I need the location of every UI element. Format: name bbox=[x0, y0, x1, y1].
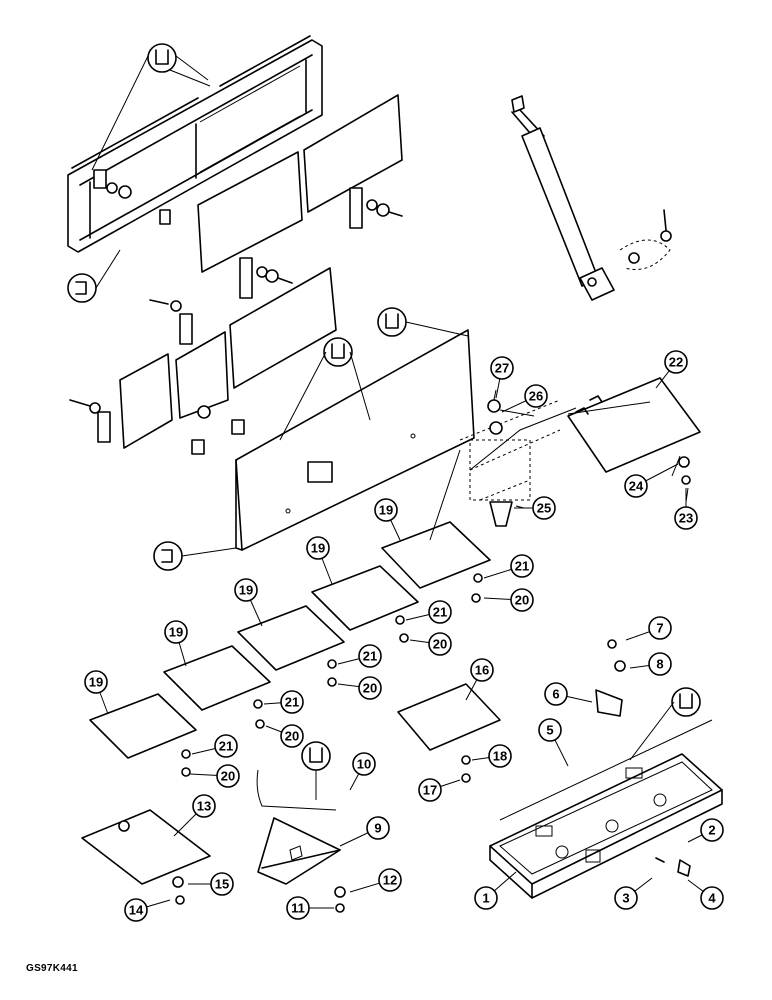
callout-number-5: 5 bbox=[546, 723, 553, 738]
callout-circle bbox=[164, 620, 188, 644]
callout-circle bbox=[286, 896, 310, 920]
callout-number-20: 20 bbox=[433, 637, 447, 652]
callout-number-22: 22 bbox=[669, 355, 683, 370]
callout-number-19: 19 bbox=[311, 541, 325, 556]
callout-number-10: 10 bbox=[357, 757, 371, 772]
callout-number-20: 20 bbox=[363, 681, 377, 696]
plate-13 bbox=[81, 809, 211, 905]
callout-number-1: 1 bbox=[482, 891, 489, 906]
base-tray bbox=[489, 639, 723, 899]
callout-circle bbox=[428, 632, 452, 656]
variant-symbol-u bbox=[147, 43, 701, 771]
callout-circle bbox=[700, 886, 724, 910]
callout-circle bbox=[352, 752, 376, 776]
leader-lines bbox=[91, 55, 689, 800]
lower-panel bbox=[235, 329, 475, 551]
middle-panels bbox=[69, 267, 337, 455]
callout-number-14: 14 bbox=[129, 903, 144, 918]
callout-number-19: 19 bbox=[169, 625, 183, 640]
bracket-9 bbox=[256, 769, 346, 913]
callout-number-12: 12 bbox=[383, 873, 397, 888]
callout-number-7: 7 bbox=[656, 621, 663, 636]
callout-number-18: 18 bbox=[493, 749, 507, 764]
callout-number-27: 27 bbox=[495, 361, 509, 376]
callout-circle bbox=[234, 578, 258, 602]
callout-circle bbox=[306, 536, 330, 560]
callout-circle bbox=[374, 498, 398, 522]
callout-circle bbox=[210, 872, 234, 896]
step-plates bbox=[89, 521, 491, 777]
callout-number-19: 19 bbox=[379, 503, 393, 518]
callout-circle bbox=[366, 816, 390, 840]
callout-circle bbox=[84, 670, 108, 694]
callout-number-21: 21 bbox=[363, 649, 377, 664]
callout-circle bbox=[674, 506, 698, 530]
callout-circle bbox=[474, 886, 498, 910]
callout-circle bbox=[470, 658, 494, 682]
callout-number-21: 21 bbox=[219, 739, 233, 754]
callout-circle bbox=[490, 356, 514, 380]
callout-circle bbox=[280, 724, 304, 748]
callout-number-20: 20 bbox=[221, 769, 235, 784]
frame-hardware bbox=[93, 169, 171, 225]
callout-number-21: 21 bbox=[433, 605, 447, 620]
callout-number-19: 19 bbox=[239, 583, 253, 598]
callout-circle bbox=[280, 690, 304, 714]
callout-circle bbox=[648, 616, 672, 640]
callout-number-17: 17 bbox=[423, 783, 437, 798]
callout-circle bbox=[214, 734, 238, 758]
callout-number-26: 26 bbox=[529, 389, 543, 404]
callout-circle bbox=[418, 778, 442, 802]
callout-circle bbox=[524, 384, 548, 408]
callout-number-9: 9 bbox=[374, 821, 381, 836]
callout-circle bbox=[428, 600, 452, 624]
callout-circle bbox=[488, 744, 512, 768]
callout-circle bbox=[216, 764, 240, 788]
callout-number-13: 13 bbox=[197, 799, 211, 814]
callout-number-11: 11 bbox=[291, 901, 305, 916]
callout-number-6: 6 bbox=[552, 687, 559, 702]
callout-circle bbox=[544, 682, 568, 706]
callout-circle bbox=[510, 588, 534, 612]
callout-circle bbox=[538, 718, 562, 742]
callout-number-3: 3 bbox=[622, 891, 629, 906]
callout-circle bbox=[614, 886, 638, 910]
lid-assembly bbox=[459, 377, 701, 527]
callout-circle bbox=[124, 898, 148, 922]
callout-circle bbox=[358, 676, 382, 700]
callout-number-4: 4 bbox=[708, 891, 716, 906]
callout-number-16: 16 bbox=[475, 663, 489, 678]
callout-number-15: 15 bbox=[215, 877, 229, 892]
callout-circle bbox=[358, 644, 382, 668]
callout-number-25: 25 bbox=[537, 501, 551, 516]
callout-number-23: 23 bbox=[679, 511, 693, 526]
upper-frame bbox=[67, 35, 323, 253]
callout-number-20: 20 bbox=[285, 729, 299, 744]
callout-number-8: 8 bbox=[656, 657, 663, 672]
upper-panels bbox=[197, 94, 403, 299]
callout-circle bbox=[378, 868, 402, 892]
callout-number-2: 2 bbox=[708, 823, 715, 838]
plate-16 bbox=[397, 683, 501, 783]
callout-circle bbox=[664, 350, 688, 374]
gas-strut bbox=[511, 95, 672, 301]
callout-number-21: 21 bbox=[515, 559, 529, 574]
callout-number-24: 24 bbox=[629, 479, 644, 494]
callout-circle bbox=[510, 554, 534, 578]
callout-number-21: 21 bbox=[285, 695, 299, 710]
callout-number-20: 20 bbox=[515, 593, 529, 608]
callout-circle bbox=[192, 794, 216, 818]
callout-circle bbox=[624, 474, 648, 498]
callout-circle bbox=[648, 652, 672, 676]
callout-number-19: 19 bbox=[89, 675, 103, 690]
callout-circle bbox=[700, 818, 724, 842]
reference-code: GS97K441 bbox=[26, 963, 78, 974]
callout-circle bbox=[532, 496, 556, 520]
